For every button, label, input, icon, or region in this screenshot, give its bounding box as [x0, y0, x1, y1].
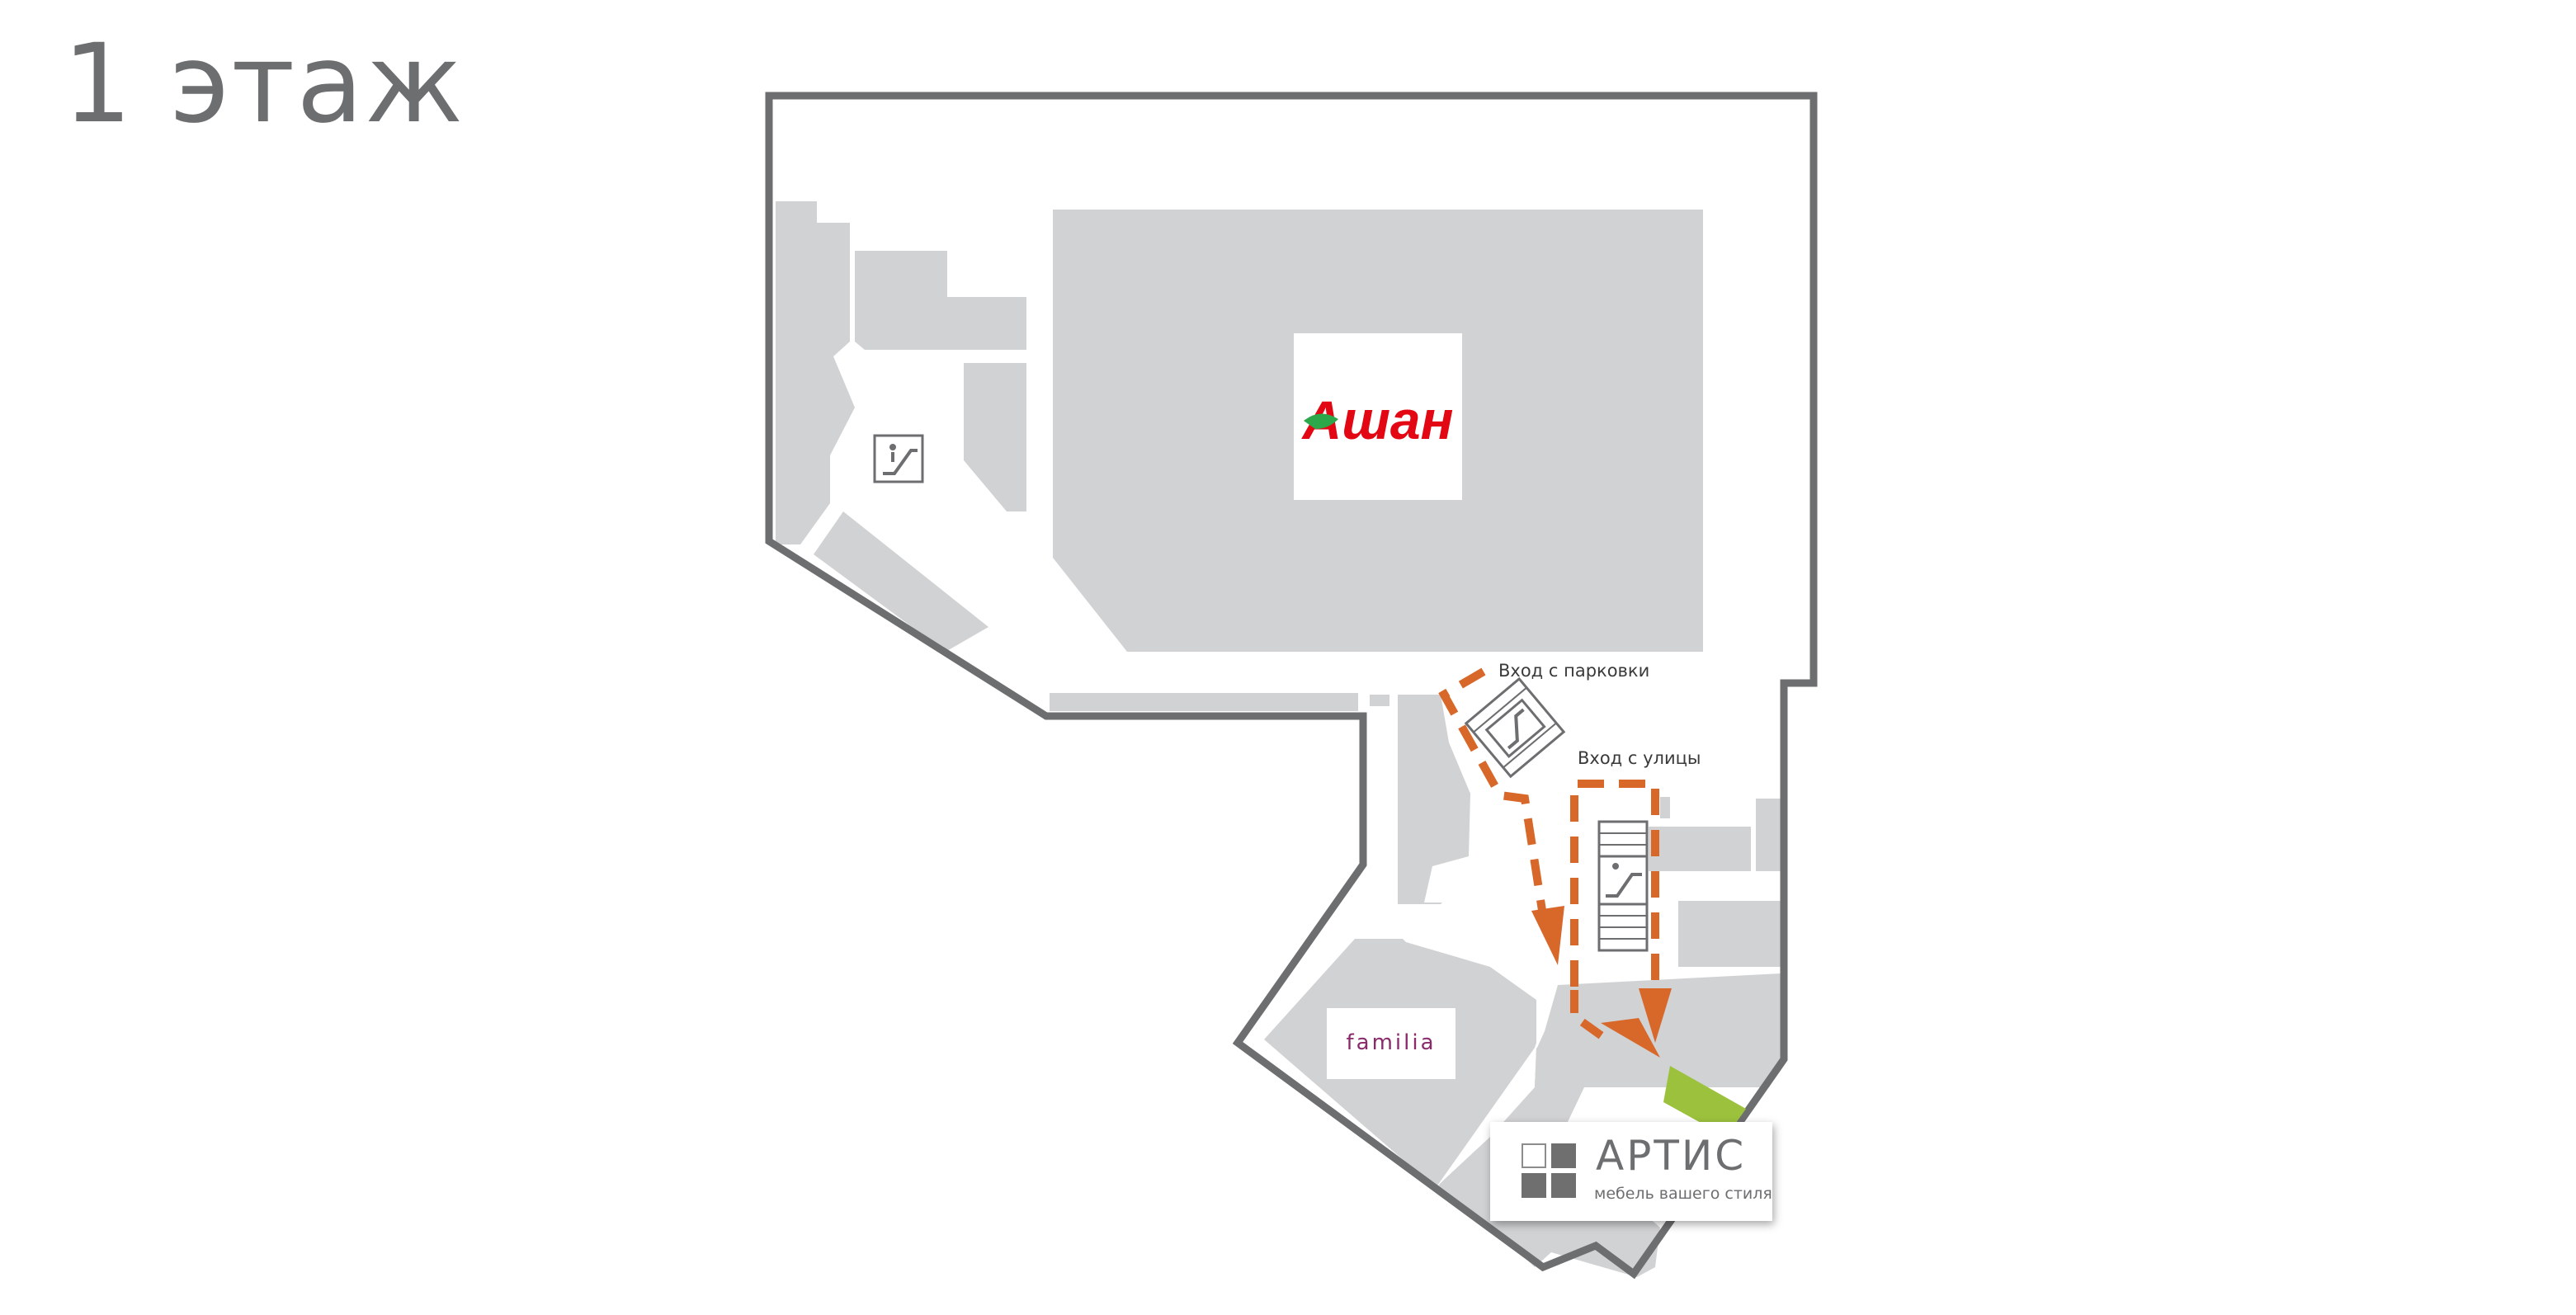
store-block[interactable]: [1050, 693, 1358, 711]
store-block[interactable]: [776, 201, 855, 455]
auchan-bird-icon: [1304, 413, 1338, 429]
artis-store-highlight[interactable]: [1663, 1066, 1746, 1137]
familia-logo-panel: [1327, 1008, 1455, 1079]
artis-tagline: мебель вашего стиля: [1594, 1185, 1772, 1203]
store-blocks: [776, 201, 1781, 1277]
artis-store-name: АРТИС: [1596, 1132, 1747, 1180]
store-block[interactable]: [1370, 695, 1389, 706]
store-block[interactable]: [1649, 827, 1751, 871]
street-entrance-label: Вход с улицы: [1578, 748, 1701, 768]
route-from-street: [1570, 780, 1672, 1058]
store-block[interactable]: [814, 511, 988, 652]
parking-entrance-label: Вход с парковки: [1498, 661, 1649, 681]
route-from-parking: [1438, 667, 1564, 965]
building-outline: [765, 92, 1818, 1280]
artis-logo-card[interactable]: АРТИС мебель вашего стиля: [1490, 1122, 1772, 1221]
store-familia[interactable]: familia: [1327, 1008, 1455, 1079]
store-auchan[interactable]: Ашан: [1294, 333, 1462, 500]
store-block[interactable]: [1398, 695, 1470, 904]
store-block[interactable]: [776, 408, 830, 544]
store-block[interactable]: [1660, 797, 1670, 818]
store-block[interactable]: [964, 363, 1026, 511]
store-block[interactable]: [855, 251, 1026, 350]
escalator-icon: [1464, 676, 1566, 779]
familia-logo-text: familia: [1346, 1030, 1436, 1055]
store-block[interactable]: [1678, 901, 1781, 967]
floor-title: 1 этаж: [63, 21, 465, 148]
store-block[interactable]: [1756, 799, 1781, 871]
artis-logo-icon: [1522, 1143, 1576, 1198]
escalator-icon: [873, 434, 924, 483]
escalator-icon: [1597, 820, 1649, 952]
